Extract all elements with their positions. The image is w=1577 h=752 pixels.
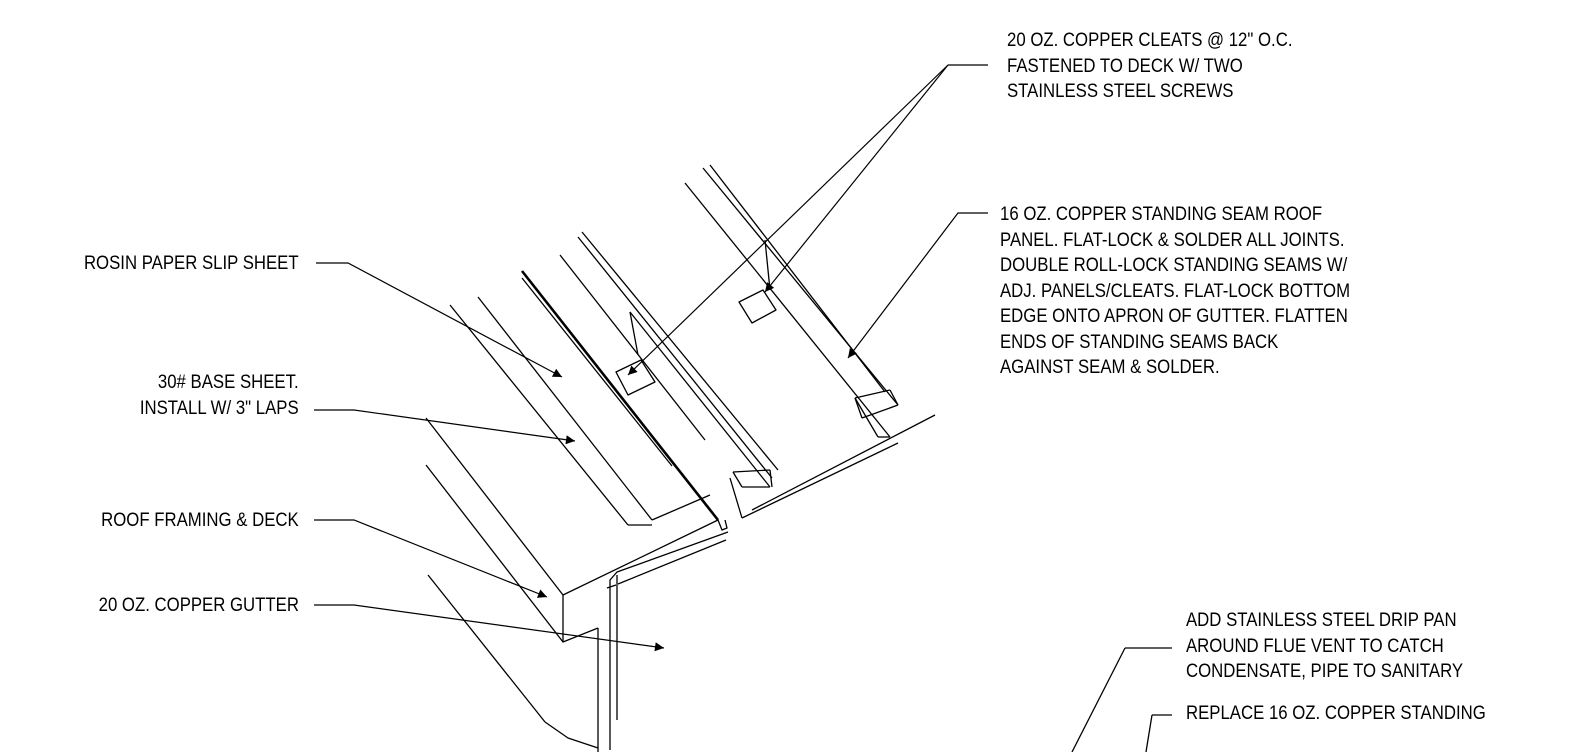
leader-lines [314, 64, 988, 652]
leader-rosin-paper [316, 262, 563, 378]
note-roof-framing: ROOF FRAMING & DECK [101, 509, 299, 531]
leader-roof-panel [847, 212, 988, 359]
cleat [615, 359, 656, 396]
leader-cleats [627, 64, 988, 376]
leader-gutter [314, 604, 665, 652]
copper-roof-panel [520, 164, 936, 531]
flue-vent-outline [1071, 647, 1172, 752]
leader-roof-framing [314, 519, 548, 598]
note-base-sheet: 30# BASE SHEET. INSTALL W/ 3" LAPS [140, 371, 299, 419]
note-gutter: 20 OZ. COPPER GUTTER [98, 594, 299, 616]
note-replace-panel: REPLACE 16 OZ. COPPER STANDING [1186, 702, 1486, 724]
note-copper-cleats: 20 OZ. COPPER CLEATS @ 12" O.C. FASTENED… [1007, 29, 1293, 102]
underlayment-layers [449, 254, 711, 526]
note-drip-pan: ADD STAINLESS STEEL DRIP PAN AROUND FLUE… [1186, 609, 1464, 682]
roof-assembly [425, 164, 1172, 752]
copper-cleats [615, 289, 777, 396]
roof-deck [425, 417, 719, 752]
note-roof-panel: 16 OZ. COPPER STANDING SEAM ROOF PANEL. … [1000, 203, 1351, 378]
note-rosin-paper: ROSIN PAPER SLIP SHEET [84, 252, 299, 274]
copper-gutter [606, 531, 729, 750]
cleat [738, 289, 777, 324]
leader-base-sheet [314, 409, 576, 445]
